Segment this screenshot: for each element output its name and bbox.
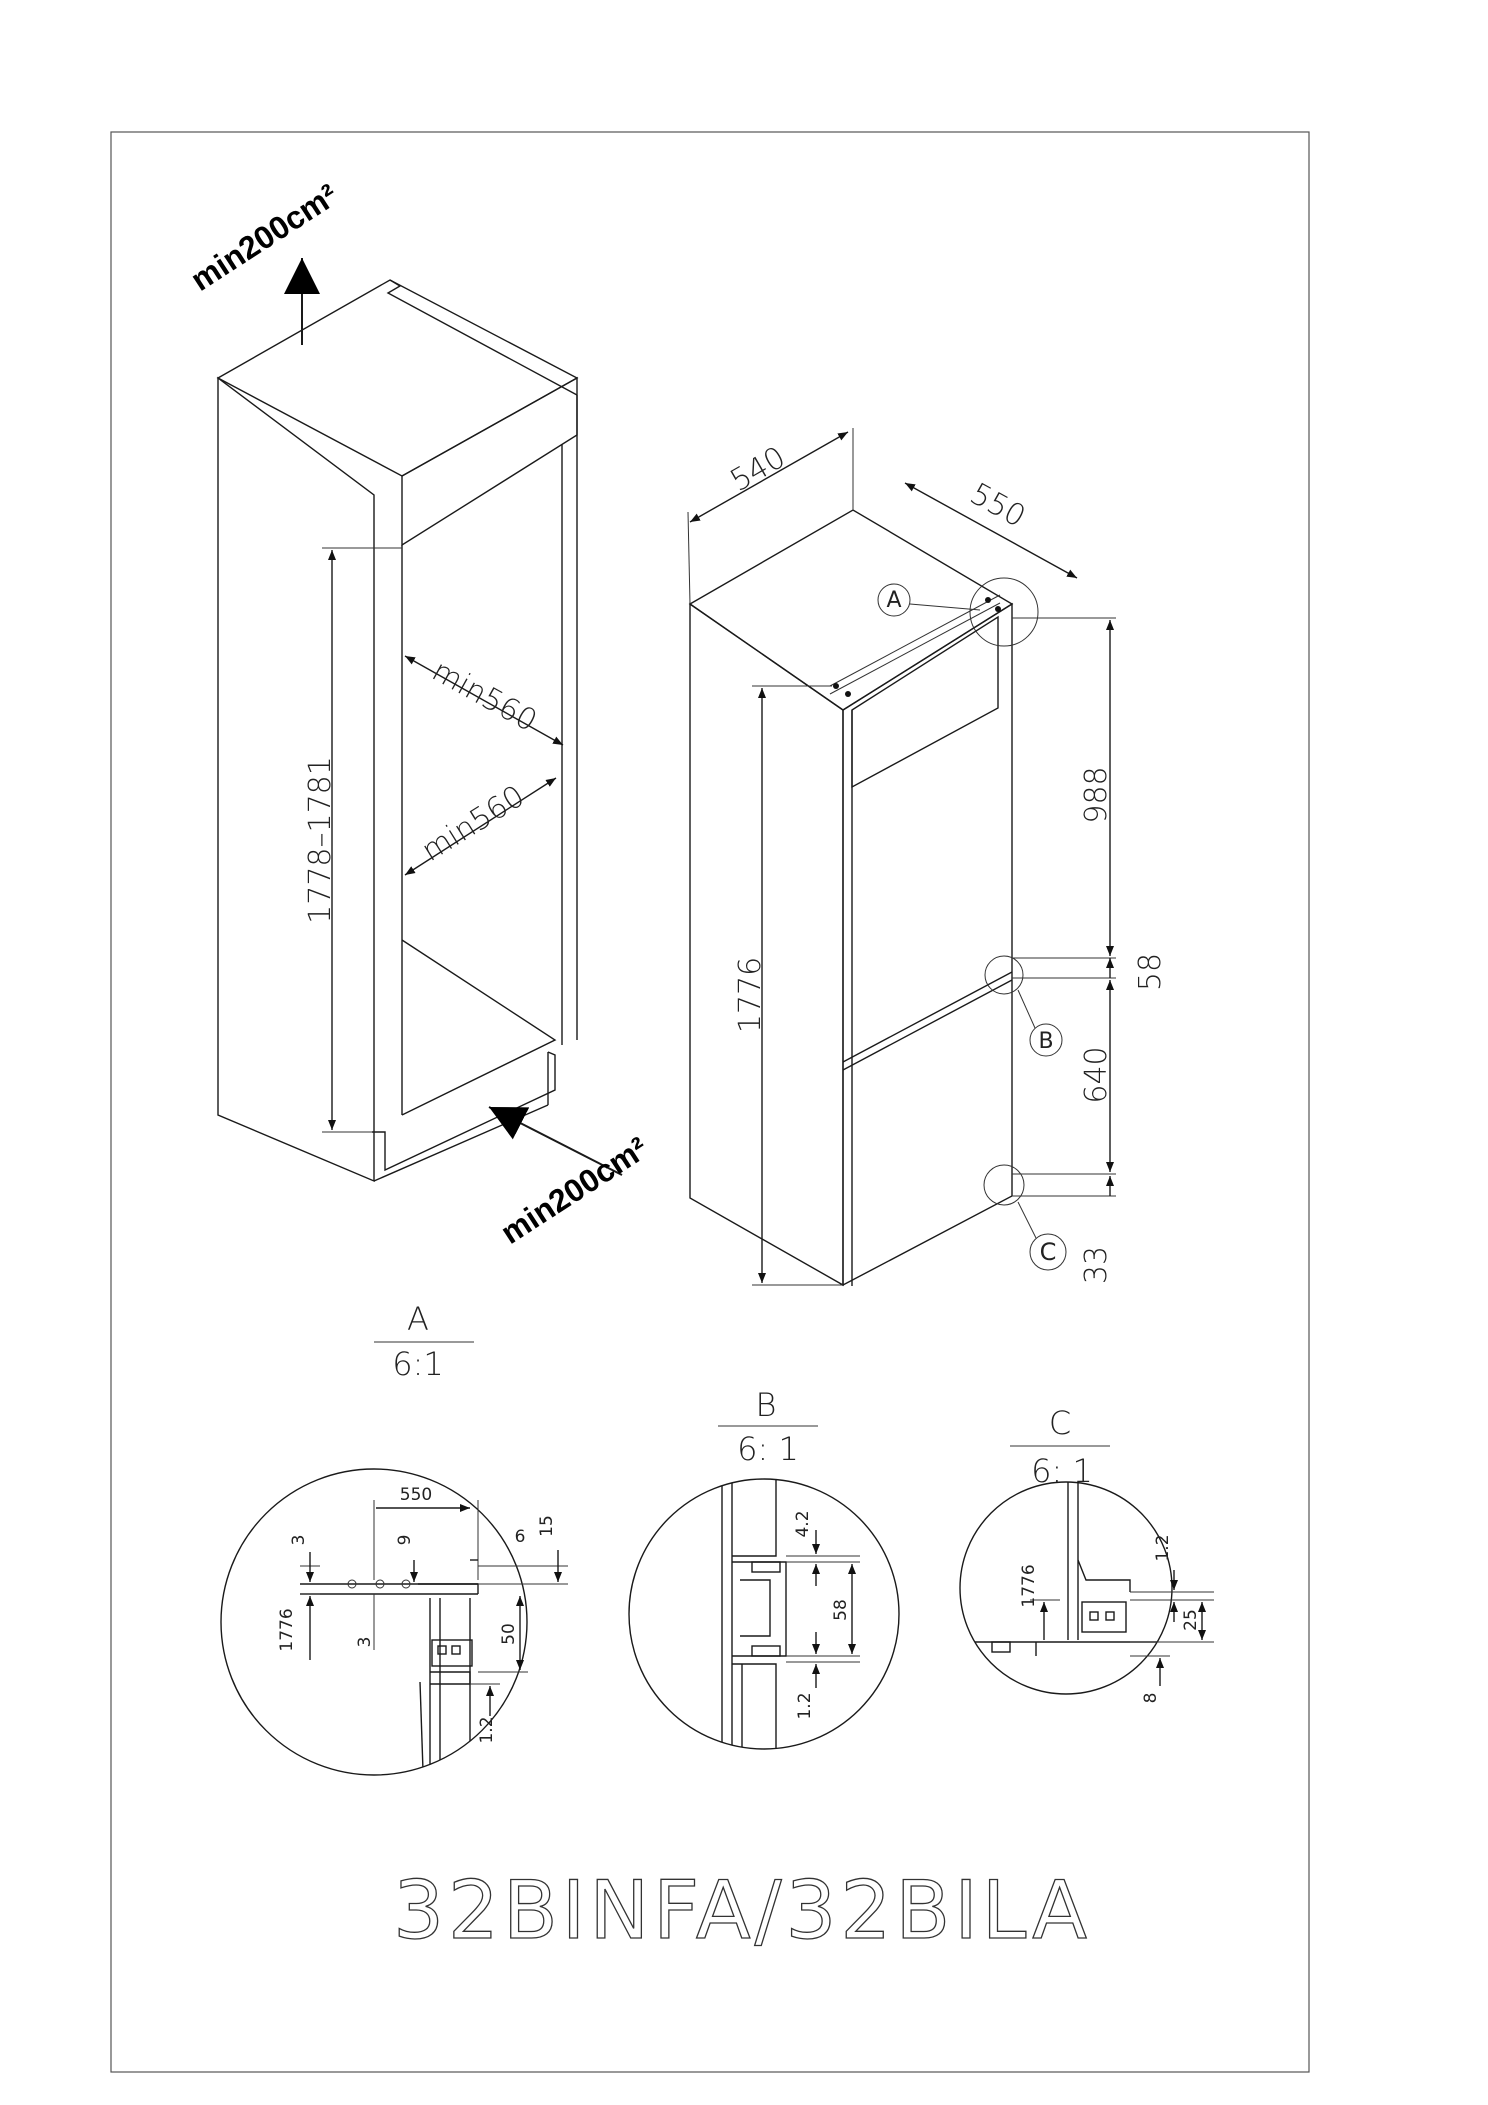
detail-a-label: A — [407, 1300, 429, 1338]
detail-c-label: C — [1049, 1404, 1071, 1442]
detail-c-scale: 6: 1 — [1031, 1452, 1093, 1490]
callout-label-c: C — [1040, 1238, 1057, 1266]
detail-b-label: B — [756, 1386, 777, 1424]
cabinet-depth-dimension — [404, 655, 564, 746]
detail-a-dim-1-2: 1.2 — [477, 1716, 497, 1743]
upper-door-label: 988 — [1079, 766, 1114, 823]
appliance-depth-label: 540 — [725, 440, 792, 499]
callout-label-b: B — [1038, 1029, 1053, 1054]
appliance-height-label: 1776 — [733, 957, 768, 1033]
detail-a-dim-3-bottom: 3 — [355, 1637, 375, 1648]
detail-b: B 6: 1 4.2 58 1.2 — [628, 1386, 900, 1750]
detail-c-dim-1-2: 1.2 — [1153, 1534, 1173, 1561]
appliance-drawing — [688, 509, 1014, 1287]
detail-b-dim-58: 58 — [831, 1599, 851, 1621]
bottom-vent-label: min200cm² — [494, 1130, 654, 1251]
detail-c-dim-8: 8 — [1141, 1693, 1161, 1704]
callout-label-a: A — [886, 588, 901, 613]
detail-b-dim-1-2: 1.2 — [795, 1692, 815, 1719]
detail-a-dim-6: 6 — [515, 1527, 526, 1547]
detail-a-dim-50: 50 — [499, 1623, 519, 1645]
detail-a-dim-9: 9 — [395, 1535, 415, 1546]
door-gap-label: 58 — [1133, 953, 1168, 991]
detail-c: C 6: 1 1.2 1776 25 8 — [959, 1404, 1214, 1704]
model-name: 32BINFA/32BILA — [393, 1864, 1091, 1957]
detail-b-scale: 6: 1 — [737, 1430, 799, 1468]
cabinet-height-label: 1778–1781 — [303, 756, 338, 924]
top-vent-label: min200cm² — [184, 177, 344, 298]
detail-a-dim-3-top: 3 — [289, 1535, 309, 1546]
cabinet-width-dimension — [404, 777, 557, 876]
detail-a-scale: 6:1 — [392, 1345, 444, 1383]
appliance-depth-dimension — [689, 431, 849, 523]
detail-a-width: 550 — [400, 1485, 432, 1505]
callout-circle-b — [984, 955, 1024, 995]
detail-a-dim-1776: 1776 — [277, 1608, 297, 1651]
detail-a: A 6:1 550 3 9 6 — [220, 1300, 568, 1776]
base-label: 33 — [1079, 1246, 1114, 1284]
appliance-width-label: 550 — [964, 476, 1031, 534]
cabinet-drawing — [216, 279, 579, 1183]
page-frame — [110, 131, 1310, 2073]
callout-circle-a — [969, 577, 1039, 647]
cabinet-depth-label: min560 — [426, 653, 543, 739]
detail-a-dim-15: 15 — [537, 1515, 557, 1537]
cabinet-width-label: min560 — [416, 779, 531, 869]
detail-c-dim-1776: 1776 — [1019, 1564, 1039, 1607]
callout-circle-c — [983, 1164, 1025, 1206]
lower-door-label: 640 — [1079, 1046, 1114, 1103]
detail-c-dim-25: 25 — [1181, 1609, 1201, 1631]
bottom-vent-arrow — [488, 1106, 623, 1176]
detail-b-dim-4-2: 4.2 — [793, 1510, 813, 1537]
appliance-width-dimension — [904, 482, 1078, 579]
